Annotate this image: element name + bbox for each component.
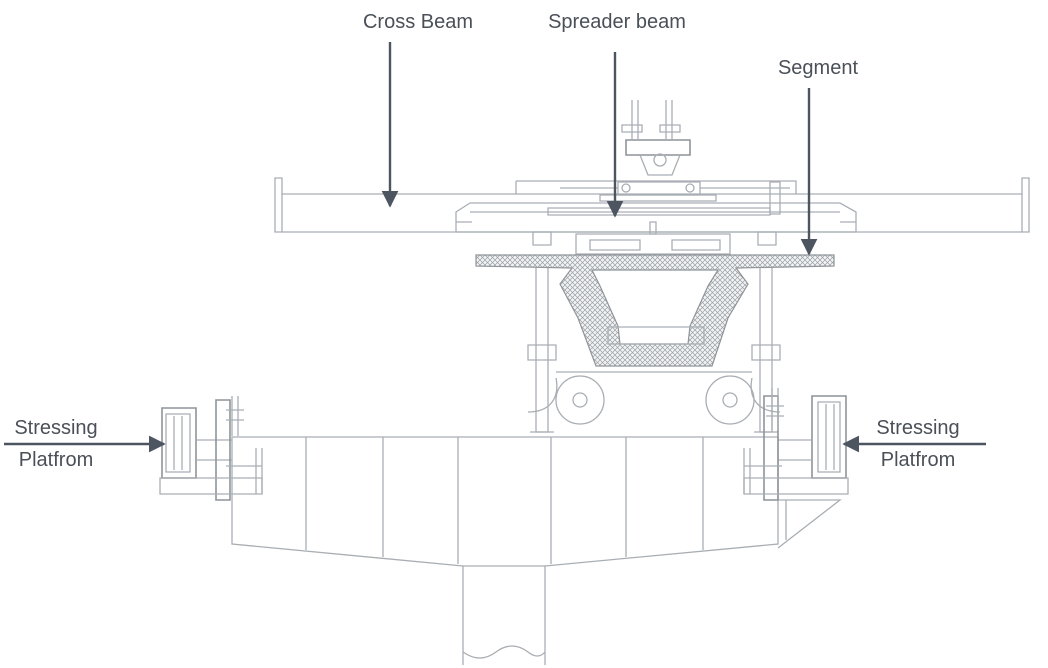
box-girder-segment — [475, 254, 835, 367]
right-stressing-platform — [743, 388, 849, 501]
left-stressing-platform — [159, 396, 263, 501]
cross-beam-label: Cross Beam — [363, 11, 473, 33]
right-platform-label-line1: Stressing — [876, 417, 959, 439]
right-platform-label-line2: Platfrom — [881, 449, 955, 471]
cross-beam — [274, 177, 1030, 233]
left-platform-label-line1: Stressing — [14, 417, 97, 439]
segment-label: Segment — [778, 57, 858, 79]
pier-cap — [231, 436, 842, 567]
pier-column — [462, 566, 546, 665]
left-platform-label-line2: Platfrom — [19, 449, 93, 471]
winch-assembly — [560, 100, 790, 215]
spreader-beam-label: Spreader beam — [548, 11, 686, 33]
